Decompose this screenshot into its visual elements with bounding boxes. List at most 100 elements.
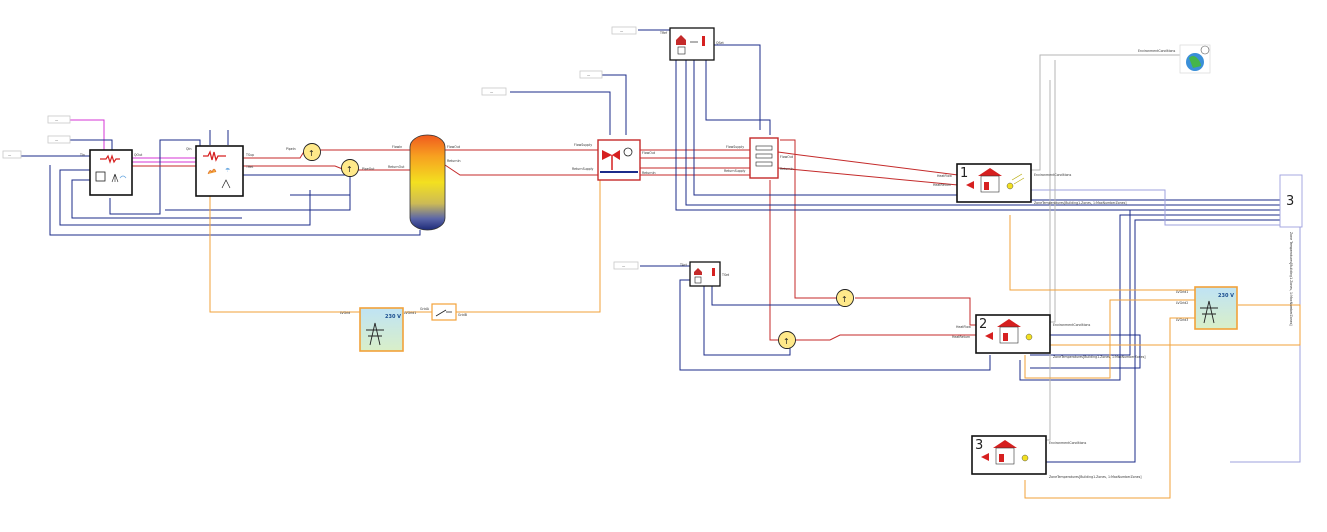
svg-text:—: — (8, 153, 12, 157)
lv-grid-left[interactable]: 230 V LVGrid LVGrid1 (340, 307, 416, 352)
building-icon (985, 319, 1033, 344)
input-box-3[interactable]: — (47, 135, 71, 144)
svg-text:PipeIn: PipeIn (286, 147, 296, 151)
svg-text:230 V: 230 V (1218, 293, 1234, 299)
svg-text:ReturnIn: ReturnIn (447, 159, 461, 163)
svg-text:QIn: QIn (186, 147, 191, 151)
svg-text:ReturnOut: ReturnOut (388, 165, 405, 169)
svg-text:FlowSupply: FlowSupply (726, 145, 744, 149)
svg-text:HeatReturn: HeatReturn (952, 335, 970, 339)
svg-text:ReturnSupply: ReturnSupply (572, 167, 594, 171)
svg-text:230 V: 230 V (385, 314, 401, 320)
svg-text:LVGrid1: LVGrid1 (404, 311, 416, 315)
pump-station[interactable]: FlowSupply ReturnSupply FlowOut ReturnIn (572, 139, 656, 181)
svg-text:LVGrid3: LVGrid3 (1176, 318, 1188, 322)
svg-text:FlowOut: FlowOut (642, 151, 656, 155)
controller-icon (676, 35, 705, 55)
input-box-7[interactable]: — (613, 261, 639, 270)
svg-text:QSet: QSet (716, 41, 724, 45)
svg-text:1: 1 (960, 166, 968, 181)
svg-text:☂: ☂ (225, 167, 231, 174)
svg-text:Zone Temperatures[Building1.Zo: Zone Temperatures[Building1.Zones, 1:Max… (1289, 232, 1293, 326)
svg-text:QOut: QOut (134, 153, 143, 157)
svg-text:HeatFlow: HeatFlow (956, 325, 971, 329)
sensor-4[interactable]: ↑ (778, 331, 796, 349)
svg-text:ReturnSupply: ReturnSupply (724, 169, 746, 173)
svg-text:↑: ↑ (346, 165, 353, 174)
storage-tank[interactable]: FlowIn ReturnOut FlowOut ReturnIn (388, 134, 461, 231)
svg-text:3: 3 (975, 438, 983, 453)
lv-grid-right[interactable]: 230 V LVGrid1 LVGrid2 LVGrid3 (1176, 286, 1238, 330)
svg-text:EnvironmentConditions: EnvironmentConditions (1049, 441, 1087, 445)
svg-text:FlowIn: FlowIn (392, 145, 402, 149)
svg-text:—: — (620, 29, 624, 33)
svg-text:EnvironmentConditions: EnvironmentConditions (1053, 323, 1091, 327)
svg-text:TAct: TAct (679, 263, 688, 267)
input-box-5[interactable]: — (579, 70, 603, 79)
svg-text:TRet: TRet (245, 165, 254, 169)
environment-icon (1186, 45, 1210, 71)
svg-text:TIn: TIn (79, 153, 85, 157)
svg-text:ZoneTemperatures[Building1.Zon: ZoneTemperatures[Building1.Zones, 1:MaxN… (1049, 475, 1142, 479)
substation-icon (1200, 300, 1218, 324)
input-box-2[interactable]: — (47, 115, 71, 124)
building-icon (981, 440, 1029, 465)
svg-text:TSup: TSup (245, 153, 254, 157)
switch[interactable]: GridA GridB (420, 303, 467, 321)
switch-icon (435, 309, 452, 317)
svg-text:↑: ↑ (783, 337, 790, 346)
svg-text:2: 2 (979, 317, 987, 332)
building-2[interactable]: 2 HeatFlow HeatReturn EnvironmentConditi… (952, 314, 1146, 359)
building-icon (966, 168, 1025, 193)
input-box-1[interactable]: — (2, 150, 22, 159)
svg-text:ZoneTemperatures[Building1.Zon: ZoneTemperatures[Building1.Zones, 1:MaxN… (1053, 355, 1146, 359)
svg-text:ReturnIn: ReturnIn (642, 171, 656, 175)
svg-text:EnvironmentConditions: EnvironmentConditions (1034, 173, 1072, 177)
svg-text:↑: ↑ (841, 295, 848, 304)
svg-text:ZoneTemperatures[Building1.Zon: ZoneTemperatures[Building1.Zones, 1:MaxN… (1034, 201, 1127, 205)
svg-text:—: — (490, 90, 494, 94)
svg-text:ReturnIn: ReturnIn (780, 167, 794, 171)
input-boxes: — — — — — — — (2, 26, 639, 270)
svg-text:TRef: TRef (659, 31, 668, 35)
sensor-3[interactable]: ↑ (836, 289, 854, 307)
svg-text:HeatReturn: HeatReturn (933, 183, 951, 187)
svg-text:FlowOut: FlowOut (780, 155, 794, 159)
controller-bottom[interactable]: TAct TSet (679, 261, 730, 287)
svg-text:—: — (55, 118, 59, 122)
svg-text:GridA: GridA (420, 307, 430, 311)
input-box-6[interactable]: — (611, 26, 637, 35)
environment[interactable]: EnvironmentConditions (1138, 44, 1211, 74)
svg-text:FlowOut: FlowOut (447, 145, 461, 149)
sensor-2[interactable]: ↑ PipeOut (341, 159, 376, 177)
svg-text:FlowSupply: FlowSupply (574, 143, 592, 147)
boiler-1[interactable]: TIn QOut (79, 149, 143, 196)
building-1[interactable]: 1 HeatFlow HeatReturn EnvironmentConditi… (933, 163, 1127, 205)
signal-bus[interactable]: 3 Zone Temperatures[Building1.Zones, 1:M… (1279, 174, 1303, 326)
controller-top[interactable]: TRef QSet (659, 27, 724, 61)
svg-text:GridB: GridB (458, 313, 467, 317)
input-box-4[interactable]: — (481, 87, 507, 96)
building-3[interactable]: 3 EnvironmentConditions ZoneTemperatures… (971, 435, 1142, 479)
heat-exchanger[interactable]: FlowSupply ReturnSupply FlowOut ReturnIn (724, 137, 794, 179)
heat-pump-icon: ☂ (203, 150, 231, 189)
boiler-icon (95, 154, 127, 183)
heat-exchanger-icon (755, 145, 773, 167)
svg-text:HeatFlow: HeatFlow (937, 174, 952, 178)
svg-text:PipeOut: PipeOut (362, 167, 375, 171)
svg-text:LVGrid: LVGrid (340, 311, 350, 315)
svg-text:LVGrid1: LVGrid1 (1176, 290, 1188, 294)
substation-icon (366, 322, 384, 346)
sensor-1[interactable]: ↑ PipeIn (286, 143, 321, 161)
svg-text:↑: ↑ (308, 149, 315, 158)
svg-text:—: — (622, 264, 626, 268)
svg-text:—: — (55, 138, 59, 142)
svg-text:TSet: TSet (721, 273, 730, 277)
svg-text:—: — (587, 73, 591, 77)
svg-text:EnvironmentConditions: EnvironmentConditions (1138, 49, 1176, 53)
controller-icon (694, 268, 715, 284)
svg-text:3: 3 (1286, 194, 1294, 209)
pump-icon (600, 147, 638, 173)
boiler-2[interactable]: ☂ QIn TSup TRet (186, 145, 254, 197)
